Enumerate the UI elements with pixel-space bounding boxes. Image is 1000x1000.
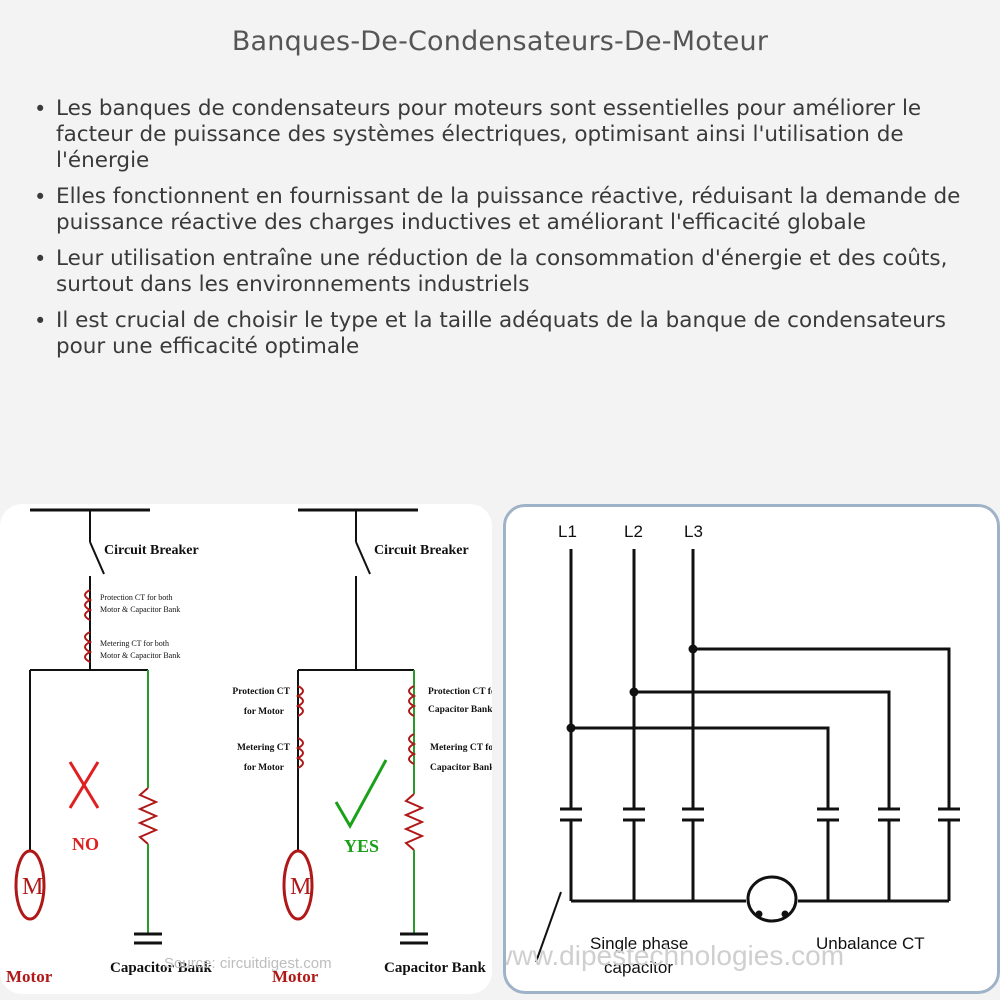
junction-l2	[629, 687, 639, 697]
protection-ct-coil	[84, 589, 93, 621]
ct-terminal-2	[781, 910, 789, 918]
phase-l2-label: L2	[624, 522, 643, 541]
phase-l3-label: L3	[684, 522, 703, 541]
unbalance-ct-label: Unbalance CT	[816, 934, 925, 953]
bullet-dot: •	[34, 247, 47, 271]
capacitor-label: capacitor	[604, 958, 673, 977]
page-title: Banques-De-Condensateurs-De-Moteur	[231, 26, 769, 57]
protection-ct-cap-coil	[408, 685, 417, 717]
bullet-text: Leur utilisation entraîne une réduction …	[56, 246, 948, 297]
yes-label: YES	[344, 836, 379, 856]
motor-letter-left: M	[22, 874, 43, 900]
motor-label-left: Motor	[6, 967, 53, 986]
bullet-dot: •	[34, 309, 47, 333]
ct-terminal-1	[755, 910, 763, 918]
protection-ct-motor-coil	[295, 685, 304, 717]
unbalance-ct-symbol	[746, 875, 798, 923]
bullet-text: Il est crucial de choisir le type et la …	[56, 308, 946, 359]
junction-l1	[566, 723, 576, 733]
pointer-line	[535, 891, 562, 963]
bullet-text: Les banques de condensateurs pour moteur…	[56, 96, 922, 173]
motor-capacitor-ct-diagram: Circuit Breaker Protection CT for both M…	[0, 504, 492, 994]
protection-ct-motor-label: Protection CT	[232, 687, 290, 697]
junction-l3	[688, 644, 698, 654]
bullet-list: • Les banques de condensateurs pour moteu…	[32, 96, 962, 370]
metering-ct-cap-label: Metering CT for	[430, 743, 492, 753]
single-phase-label: Single phase	[590, 934, 688, 953]
check-mark	[334, 759, 388, 830]
metering-ct-cap-label-2: Capacitor Bank	[430, 763, 492, 773]
metering-ct-motor-label: Metering CT	[237, 743, 291, 753]
bullet-item: • Les banques de condensateurs pour moteu…	[32, 96, 962, 174]
metering-ct-coil	[84, 631, 93, 663]
capacitor-bank-label-right: Capacitor Bank	[384, 960, 486, 976]
metering-ct-motor-label-2: for Motor	[244, 763, 285, 773]
protection-ct-both-label: Protection CT for both	[100, 593, 173, 602]
capacitor-bank-label-left: Capacitor Bank	[110, 960, 212, 976]
motor-symbol-right	[282, 849, 314, 921]
unbalance-ct-diagram: L1 L2 L3	[503, 504, 1000, 994]
phase-l1-label: L1	[558, 522, 577, 541]
tap-l3	[693, 647, 951, 809]
unbalance-diagram-svg: L1 L2 L3	[506, 522, 960, 977]
bullet-item: • Elles fonctionnent en fournissant de la…	[32, 184, 962, 236]
breaker-switch-right	[355, 541, 371, 575]
motor-symbol-left	[14, 849, 46, 921]
capacitor-leads	[569, 820, 951, 901]
protection-ct-both-label-2: Motor & Capacitor Bank	[100, 605, 180, 614]
ct-diagram-svg: Circuit Breaker Protection CT for both M…	[6, 508, 492, 986]
bullet-item: • Leur utilisation entraîne une réduction…	[32, 246, 962, 298]
metering-ct-both-label: Metering CT for both	[100, 639, 169, 648]
capacitor-row	[560, 807, 960, 822]
tap-l2	[634, 690, 891, 809]
bullet-item: • Il est crucial de choisir le type et la…	[32, 308, 962, 360]
motor-letter-right: M	[290, 874, 311, 900]
circuit-breaker-label-left: Circuit Breaker	[104, 543, 199, 558]
source-watermark-left: Source: circuitdigest.com	[164, 955, 332, 972]
cross-mark-stroke-2	[68, 761, 100, 809]
bullet-dot: •	[34, 97, 47, 121]
motor-label-right: Motor	[272, 967, 319, 986]
bullet-dot: •	[34, 185, 47, 209]
no-label: NO	[72, 834, 99, 854]
bullet-text: Elles fonctionnent en fournissant de la …	[56, 184, 961, 235]
tap-l1	[571, 726, 830, 809]
metering-ct-motor-coil	[295, 737, 304, 769]
resistor-left	[137, 787, 159, 845]
metering-ct-both-label-2: Motor & Capacitor Bank	[100, 651, 180, 660]
resistor-right	[403, 793, 425, 851]
breaker-switch-left	[89, 541, 105, 575]
protection-ct-cap-label: Protection CT for	[428, 687, 492, 697]
source-watermark-right: Source: www.dipestechnologies.com	[506, 940, 844, 971]
circuit-breaker-label-right: Circuit Breaker	[374, 543, 469, 558]
metering-ct-cap-coil	[408, 733, 417, 765]
protection-ct-cap-label-2: Capacitor Bank	[428, 705, 492, 715]
protection-ct-motor-label-2: for Motor	[244, 707, 285, 717]
